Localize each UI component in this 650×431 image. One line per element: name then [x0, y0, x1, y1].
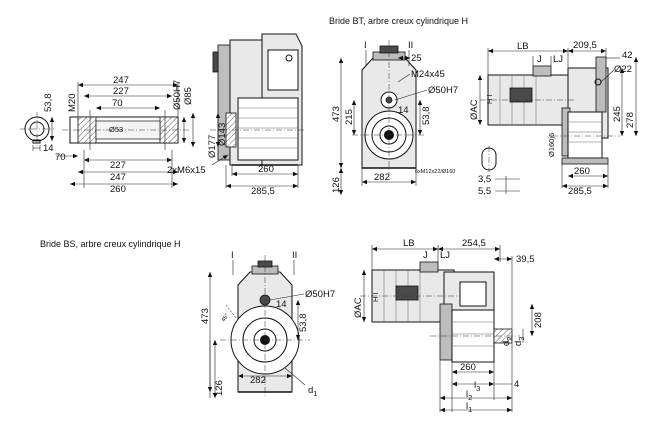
dim-bs-motor-LJ: LJ — [440, 250, 450, 261]
dim-bs-front-45: 45° — [221, 313, 231, 323]
dim-bt-front-bolt: 6xM12x22/Ø160 — [415, 169, 455, 175]
dim-bs-front-50h7: Ø50H7 — [305, 289, 335, 300]
dim-bt-motor-HI: H I — [485, 94, 494, 104]
dim-bt-side-143: Ø143 — [217, 123, 228, 146]
bt-motor-view: LB 209,5 42 Ø22 J LJ ØAC H I 245 278 Ø16… — [469, 40, 639, 197]
dim-bt-front-25: 25 — [411, 53, 422, 64]
dim-bt-motor-AC: ØAC — [469, 99, 480, 120]
bt-front-view: I II 25 M24x45 Ø50H7 14 473 215 53,8 126… — [331, 40, 458, 195]
dim-bt-motor-LB: LB — [517, 41, 529, 52]
bs-motor-view: LB 254,5 J LJ 39,5 ØAC H I 208 d3 d2 260… — [353, 238, 544, 414]
dim-bs-motor-260: 260 — [460, 362, 476, 373]
dim-bs-motor-39: 39,5 — [516, 254, 535, 265]
dim-shaft-227-bottom: 227 — [110, 160, 126, 171]
dim-shaft-247-bottom: 247 — [110, 172, 126, 183]
dim-shaft-53-8: 53,8 — [43, 94, 54, 113]
dim-bt-motor-260: 260 — [574, 166, 590, 177]
dim-bs-motor-LB: LB — [403, 238, 415, 249]
dim-bs-motor-l3: l3 — [474, 380, 480, 393]
dim-bs-motor-HI: H I — [371, 292, 380, 302]
bs-front-view: I II Ø50H7 14 53,8 473 45° 126 282 d1 — [200, 250, 335, 398]
dim-bs-front-473: 473 — [200, 308, 211, 324]
dim-bs-front-I: I — [231, 250, 234, 261]
dim-bt-motor-22: Ø22 — [614, 64, 632, 75]
dim-bt-front-215: 215 — [344, 109, 355, 125]
dim-shaft-70-top: 70 — [112, 98, 123, 109]
dim-bs-front-53-8: 53,8 — [298, 314, 309, 333]
dim-bs-motor-l1: l1 — [466, 401, 472, 414]
dim-bs-front-282: 282 — [250, 375, 266, 386]
dim-bs-front-II: II — [292, 250, 297, 261]
dim-bt-front-I: I — [364, 40, 367, 51]
dim-bt-side-thread: 2xM6x15 — [167, 165, 206, 176]
title-bride-bs: Bride BS, arbre creux cylindrique H — [40, 239, 181, 249]
dim-bt-side-177: Ø177 — [207, 135, 218, 158]
dim-bt-motor-J: J — [537, 54, 542, 65]
dim-bs-motor-4: 4 — [514, 379, 519, 390]
dim-bs-motor-254: 254,5 — [462, 238, 486, 249]
dim-bt-motor-285: 285,5 — [568, 186, 592, 197]
dim-bs-motor-d2: d2 — [501, 337, 514, 346]
dim-shaft-50h7: Ø50H7 — [172, 80, 183, 110]
dim-shaft-247-top: 247 — [113, 75, 129, 86]
title-bride-bt: Bride BT, arbre creux cylindrique H — [329, 16, 468, 26]
dim-bt-front-126: 126 — [331, 177, 342, 193]
dim-shaft-260: 260 — [110, 184, 126, 195]
dim-bs-motor-208: 208 — [533, 312, 544, 328]
shaft-end-view: 53,8 14 — [20, 94, 55, 154]
dim-bt-motor-42: 42 — [622, 50, 633, 61]
dim-bt-front-53-8: 53,8 — [421, 107, 432, 126]
dim-bs-motor-J: J — [423, 250, 428, 261]
dim-shaft-d53: Ø53 — [109, 125, 123, 134]
dim-bt-motor-LJ: LJ — [553, 54, 563, 65]
dim-bt-front-14: 14 — [398, 105, 409, 116]
dim-shaft-m20: M20 — [67, 94, 78, 112]
dim-bs-front-126: 126 — [214, 380, 225, 396]
dim-bs-motor-l2: l2 — [466, 389, 472, 402]
dim-shaft-85: Ø85 — [183, 87, 194, 105]
dim-bt-motor-278: 278 — [625, 112, 636, 128]
dim-shaft-227-top: 227 — [113, 86, 129, 97]
dim-shaft-70-left: 70 — [55, 152, 66, 163]
dim-bt-front-m24: M24x45 — [411, 69, 445, 80]
dim-bt-motor-160j6: Ø160j6 — [547, 133, 556, 157]
dim-bt-front-50h7: Ø50H7 — [428, 85, 458, 96]
dim-bt-motor-35: 3,5 — [478, 174, 491, 185]
dim-bs-motor-d3: d3 — [513, 337, 526, 346]
dim-bt-side-260: 260 — [258, 164, 274, 175]
dim-bt-side-285: 285,5 — [251, 186, 275, 197]
dim-bs-front-d1: d1 — [308, 385, 317, 398]
dim-bt-front-II: II — [408, 40, 413, 51]
dim-shaft-14: 14 — [43, 143, 54, 154]
shaft-section: Ø53 247 227 70 M20 70 Ø50H7 Ø85 227 247 … — [55, 75, 196, 195]
dim-bs-front-14: 14 — [276, 299, 287, 310]
dim-bt-motor-209: 209,5 — [573, 40, 597, 51]
dim-bt-motor-55: 5,5 — [478, 186, 491, 197]
bt-side-view: Ø177 Ø143 2xM6x15 260 285,5 — [167, 33, 306, 197]
dim-bs-motor-AC: ØAC — [353, 297, 364, 318]
dim-bt-motor-245: 245 — [612, 106, 623, 122]
dim-bt-front-473: 473 — [331, 106, 342, 122]
dim-bt-front-282: 282 — [374, 172, 390, 183]
